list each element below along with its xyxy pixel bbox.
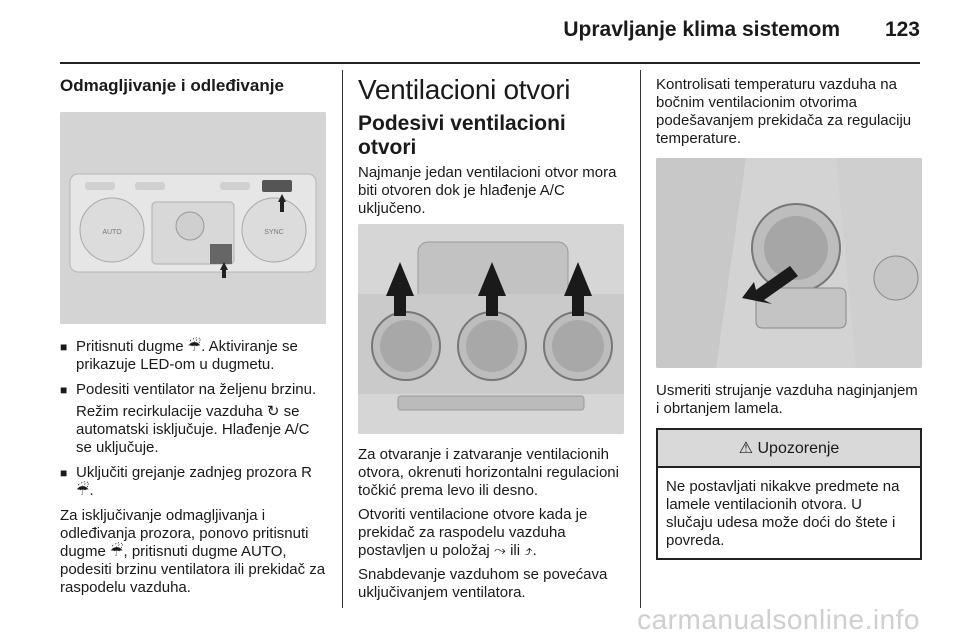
warning-box: ⚠ Upozorenje Ne postavljati nikakve pred… bbox=[656, 428, 922, 560]
watermark: carmanualsonline.info bbox=[637, 604, 920, 635]
page-header-title: Upravljanje klima sistemom bbox=[563, 18, 840, 41]
column-1: Odmagljivanje i odleđivanje AUTO SYNC Pr… bbox=[60, 70, 326, 603]
list-item: Podesiti ventilator na željenu brzinu. R… bbox=[60, 381, 326, 457]
page-number: 123 bbox=[884, 18, 920, 41]
warning-header: ⚠ Upozorenje bbox=[658, 430, 920, 468]
subsection-title-adjustable-vents: Podesivi ventilacioni otvori bbox=[358, 112, 566, 159]
svg-text:SYNC: SYNC bbox=[264, 229, 283, 236]
warning-title: Upozorenje bbox=[757, 440, 840, 457]
vents-paragraph-3: Snabdevanje vazduhom se povećava uključi… bbox=[358, 566, 608, 601]
section-title-vents: Ventilacioni otvori bbox=[358, 74, 571, 105]
defog-steps-list: Pritisnuti dugme ☔. Aktiviranje se prika… bbox=[60, 338, 326, 500]
column-divider bbox=[640, 70, 641, 608]
page-header: Upravljanje klima sistemom 123 bbox=[60, 0, 920, 64]
side-vent-image bbox=[656, 158, 922, 368]
recirc-note: Režim recirkulacije vazduha ↻ se automat… bbox=[76, 403, 310, 456]
warning-text: Ne postavljati nikakve predmete na lamel… bbox=[666, 478, 900, 549]
vents-paragraph-1: Za otvaranje i zatvaranje ventilacionih … bbox=[358, 446, 619, 499]
column-3: Kontrolisati temperaturu vazduha na bočn… bbox=[656, 70, 922, 560]
warning-icon: ⚠ bbox=[738, 440, 754, 457]
side-vents-paragraph-2: Usmeriti strujanje vazduha naginjanjem i… bbox=[656, 382, 918, 417]
defog-off-paragraph: Za isključivanje odmagljivanja i odleđiv… bbox=[60, 507, 326, 596]
list-item-text: Podesiti ventilator na željenu brzinu. bbox=[76, 381, 317, 398]
list-item: Pritisnuti dugme ☔. Aktiviranje se prika… bbox=[60, 338, 326, 374]
column-2: Ventilacioni otvori Podesivi ventilacion… bbox=[358, 70, 624, 608]
side-vents-paragraph-1: Kontrolisati temperaturu vazduha na bočn… bbox=[656, 76, 912, 147]
vents-paragraph-2: Otvoriti ventilacione otvore kada je pre… bbox=[358, 506, 588, 559]
svg-text:AUTO: AUTO bbox=[102, 229, 122, 236]
list-item: Uključiti grejanje zadnjeg prozora R☔. bbox=[60, 464, 326, 500]
section-heading-defog: Odmagljivanje i odleđivanje bbox=[60, 76, 284, 95]
climate-control-panel-image: AUTO SYNC bbox=[60, 112, 326, 324]
vents-intro: Najmanje jedan ventilacioni otvor mora b… bbox=[358, 164, 617, 217]
center-vents-image bbox=[358, 224, 624, 434]
column-divider bbox=[342, 70, 343, 608]
